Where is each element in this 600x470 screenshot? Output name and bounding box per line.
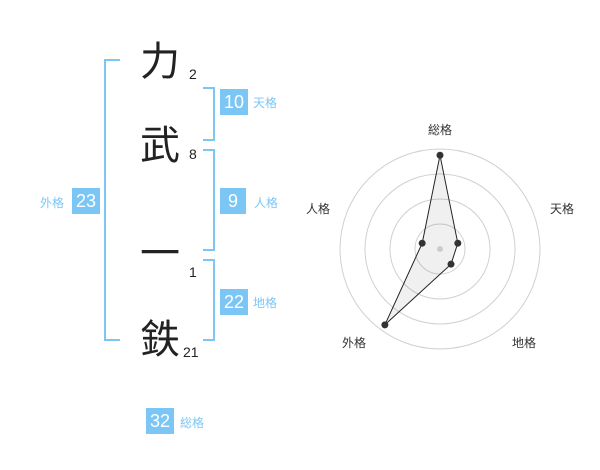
- radar-axis-label-jinkaku: 人格: [306, 201, 330, 216]
- radar-axis-label-chikaku: 地格: [512, 335, 536, 350]
- radar-point-2: [454, 239, 462, 247]
- radar-data-polygon: [384, 155, 459, 326]
- stroke-count-1: 2: [189, 66, 197, 82]
- radar-ring-3: [364, 173, 516, 325]
- gaikaku-bracket: [104, 59, 120, 341]
- stroke-count-3: 1: [189, 264, 197, 280]
- chikaku-value-badge: 22: [220, 289, 248, 315]
- radar-axis-label-soukaku: 総格: [428, 122, 452, 137]
- soukaku-value-badge: 32: [146, 408, 174, 434]
- tenkaku-label: 天格: [253, 96, 278, 110]
- radar-ring-4: [339, 148, 541, 350]
- radar-axis-label-tenkaku: 天格: [550, 201, 574, 216]
- tenkaku-value-badge: 10: [220, 89, 248, 115]
- stroke-count-4: 21: [183, 344, 199, 360]
- jinkaku-value-badge: 9: [220, 188, 246, 214]
- radar-point-5: [418, 239, 426, 247]
- radar-center-dot: [437, 246, 443, 252]
- jinkaku-bracket: [203, 149, 215, 251]
- radar-point-1: [436, 151, 444, 159]
- name-char-3: 一: [140, 231, 180, 277]
- radar-point-4: [381, 321, 389, 329]
- soukaku-label: 総格: [180, 416, 205, 430]
- chikaku-label: 地格: [253, 296, 278, 310]
- radar-ring-2: [389, 198, 491, 300]
- gaikaku-label: 外格: [40, 196, 65, 210]
- chikaku-bracket: [203, 259, 215, 341]
- radar-axis-label-gaikaku: 外格: [342, 335, 366, 350]
- name-char-2: 武: [140, 123, 180, 169]
- gaikaku-value-badge: 23: [72, 188, 100, 214]
- stroke-count-2: 8: [189, 146, 197, 162]
- radar-point-3: [447, 260, 455, 268]
- tenkaku-bracket: [203, 87, 215, 141]
- jinkaku-label: 人格: [254, 196, 279, 210]
- name-char-1: 力: [140, 39, 180, 85]
- name-char-4: 鉄: [140, 317, 180, 363]
